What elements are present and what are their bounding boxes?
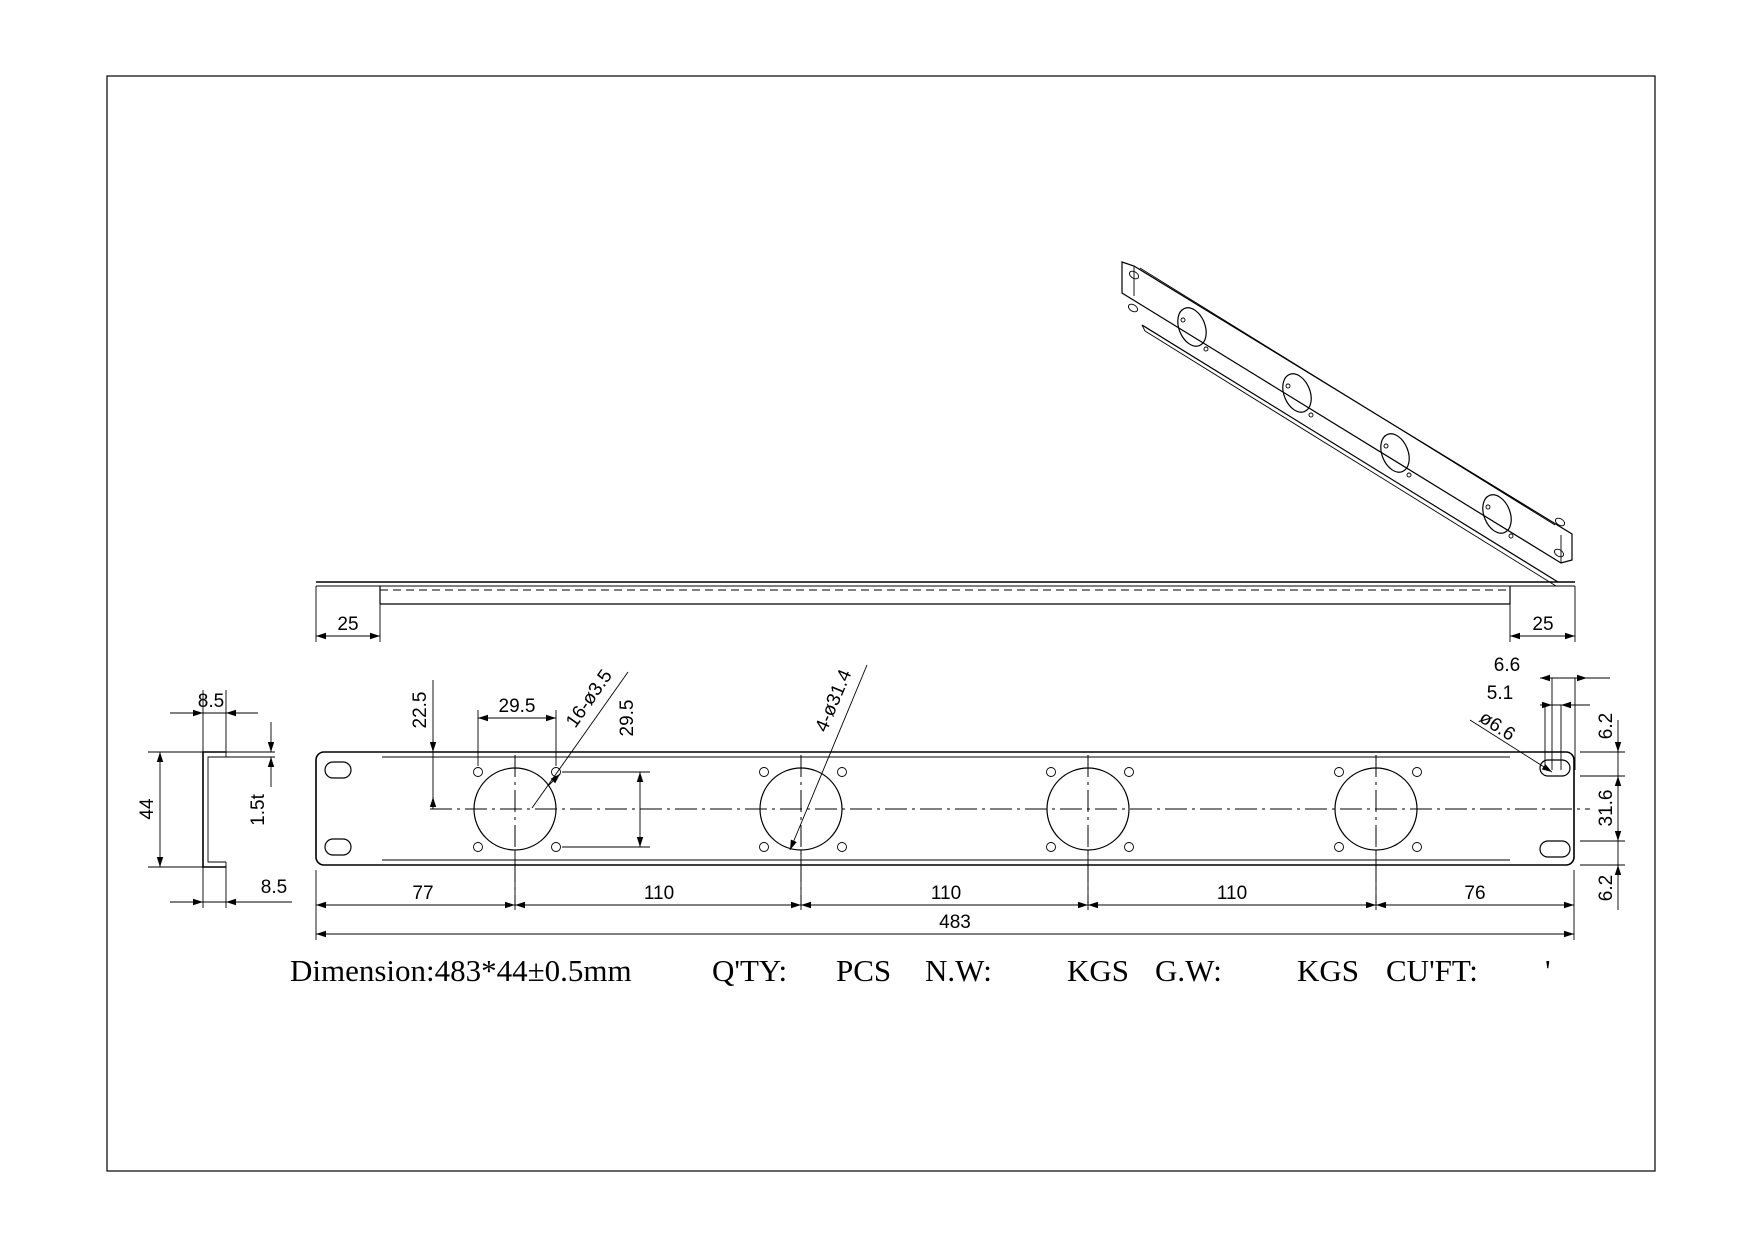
top-view [315, 581, 1576, 642]
dim-hole-offset-v: 22.5 [410, 692, 431, 729]
front-view-dimensions [315, 664, 1625, 940]
side-view [148, 690, 292, 908]
front-panel-outline [315, 751, 1575, 866]
dim-segment-1: 77 [412, 883, 433, 904]
dim-side-width-bottom: 8.5 [261, 877, 287, 898]
dim-segment-5: 76 [1464, 883, 1485, 904]
dim-side-width-top: 8.5 [198, 691, 224, 712]
dim-ear-5-1: 5.1 [1487, 683, 1513, 704]
spec-line: Dimension:483*44±0.5mm Q'TY: PCS N.W: KG… [290, 953, 1551, 988]
dim-overall-width: 483 [939, 912, 971, 933]
spec-qty-label: Q'TY: [712, 953, 787, 988]
spec-cuft-unit: ' [1545, 953, 1551, 988]
spec-qty-unit: PCS [836, 953, 891, 988]
dim-vert-top: 6.2 [1596, 713, 1617, 739]
dim-segment-2: 110 [644, 883, 674, 904]
dim-vert-bottom: 6.2 [1596, 875, 1617, 901]
spec-nw-label: N.W: [925, 953, 992, 988]
dim-side-height: 44 [137, 798, 158, 820]
spec-dimension: Dimension:483*44±0.5mm [290, 953, 632, 988]
dim-hole-spacing-v: 29.5 [617, 700, 638, 737]
dim-segment-4: 110 [1217, 883, 1247, 904]
front-view [315, 751, 1590, 905]
dim-thickness: 1.5t [248, 793, 269, 825]
dim-top-flange-right: 25 [1532, 614, 1553, 635]
isometric-view [1121, 261, 1573, 587]
dim-ear-6-6: 6.6 [1494, 655, 1520, 676]
spec-gw-label: G.W: [1155, 953, 1222, 988]
slot-callout: ø6.6 [1475, 707, 1518, 745]
spec-gw-unit: KGS [1297, 953, 1359, 988]
drawing-border [106, 75, 1656, 1172]
large-hole-callout: 4-ø31.4 [811, 666, 856, 735]
dim-top-flange-left: 25 [337, 614, 358, 635]
dim-hole-spacing-h: 29.5 [499, 696, 536, 717]
dim-vert-mid: 31.6 [1596, 790, 1617, 827]
spec-nw-unit: KGS [1067, 953, 1129, 988]
dim-segment-3: 110 [931, 883, 961, 904]
spec-cuft-label: CU'FT: [1386, 953, 1478, 988]
